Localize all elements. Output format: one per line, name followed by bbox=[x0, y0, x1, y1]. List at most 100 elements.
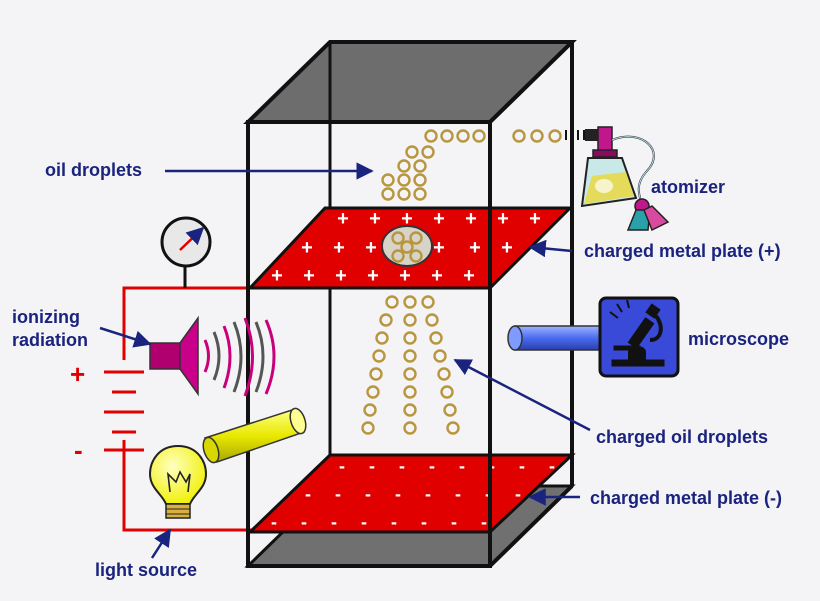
minus-sign: - bbox=[301, 512, 307, 532]
positive-plate: ++++++++++++++++++++ bbox=[246, 206, 574, 290]
droplet bbox=[421, 295, 435, 309]
minus-sign: - bbox=[365, 484, 371, 504]
droplet bbox=[424, 129, 438, 143]
droplet bbox=[375, 331, 389, 345]
minus-sign: - bbox=[271, 512, 277, 532]
plus-sign: + bbox=[271, 265, 283, 287]
chamber-front-frame bbox=[246, 40, 574, 568]
microscope-tube bbox=[507, 325, 609, 351]
droplet bbox=[385, 295, 399, 309]
droplet bbox=[440, 385, 454, 399]
plate-hole bbox=[381, 225, 433, 267]
droplet bbox=[405, 145, 419, 159]
minus-sign: - bbox=[391, 512, 397, 532]
label-microscope: microscope bbox=[688, 329, 790, 349]
light-bulb-icon bbox=[148, 444, 208, 519]
battery-plus-sign: + bbox=[70, 359, 86, 389]
plus-sign: + bbox=[399, 265, 411, 287]
droplet bbox=[413, 173, 427, 187]
minus-sign: - bbox=[515, 484, 521, 504]
label-charged-oil-droplets: charged oil droplets bbox=[596, 427, 769, 447]
chamber-edge-br bbox=[488, 484, 574, 568]
label-plate-positive: charged metal plate (+) bbox=[584, 241, 781, 261]
minus-sign: - bbox=[339, 456, 345, 476]
droplet bbox=[379, 313, 393, 327]
minus-sign: - bbox=[395, 484, 401, 504]
hole-droplets bbox=[391, 231, 423, 263]
label-plate-negative: charged metal plate (-) bbox=[590, 488, 783, 508]
droplet bbox=[409, 231, 423, 245]
plus-sign: + bbox=[335, 265, 347, 287]
droplet bbox=[400, 240, 414, 254]
plus-sign: + bbox=[367, 265, 379, 287]
plus-sign: + bbox=[433, 237, 445, 259]
plus-sign: + bbox=[465, 208, 477, 230]
droplet bbox=[397, 173, 411, 187]
plus-sign: + bbox=[301, 237, 313, 259]
speaker-icon bbox=[149, 315, 276, 397]
droplet bbox=[397, 187, 411, 201]
minus-sign: - bbox=[519, 456, 525, 476]
minus-sign: - bbox=[331, 512, 337, 532]
droplet bbox=[366, 385, 380, 399]
droplet bbox=[381, 187, 395, 201]
droplet bbox=[397, 159, 411, 173]
minus-sign: - bbox=[361, 512, 367, 532]
minus-sign: - bbox=[459, 456, 465, 476]
minus-sign: - bbox=[429, 456, 435, 476]
arrow-light-source bbox=[150, 528, 172, 559]
atomizer-icon bbox=[565, 126, 670, 232]
plus-sign: + bbox=[369, 208, 381, 230]
minus-sign: - bbox=[335, 484, 341, 504]
minus-sign: - bbox=[421, 512, 427, 532]
droplet bbox=[372, 349, 386, 363]
droplet bbox=[403, 313, 417, 327]
plus-sign: + bbox=[303, 265, 315, 287]
droplet bbox=[391, 249, 405, 263]
label-atomizer: atomizer bbox=[651, 177, 726, 197]
label-radiation: radiation bbox=[12, 330, 89, 350]
battery-minus-sign: - bbox=[74, 435, 83, 465]
droplet bbox=[548, 129, 562, 143]
droplet bbox=[413, 187, 427, 201]
plus-sign: + bbox=[365, 237, 377, 259]
label-light-source: light source bbox=[95, 560, 198, 580]
droplet bbox=[440, 129, 454, 143]
droplet bbox=[425, 313, 439, 327]
plus-sign: + bbox=[431, 265, 443, 287]
plus-sign: + bbox=[469, 237, 481, 259]
minus-sign: - bbox=[369, 456, 375, 476]
plus-sign: + bbox=[501, 237, 513, 259]
droplet bbox=[421, 145, 435, 159]
droplet bbox=[391, 231, 405, 245]
minus-sign: - bbox=[455, 484, 461, 504]
droplet bbox=[369, 367, 383, 381]
droplet bbox=[413, 159, 427, 173]
arrow-charged-oil-droplets bbox=[453, 358, 591, 432]
droplet bbox=[403, 421, 417, 435]
battery bbox=[104, 370, 144, 452]
microscope-icon bbox=[598, 296, 680, 378]
plus-sign: + bbox=[497, 208, 509, 230]
droplet bbox=[403, 367, 417, 381]
plus-sign: + bbox=[401, 208, 413, 230]
droplet bbox=[512, 129, 526, 143]
plus-sign: + bbox=[333, 237, 345, 259]
droplet bbox=[437, 367, 451, 381]
wire-bottom bbox=[122, 440, 262, 532]
minus-sign: - bbox=[481, 512, 487, 532]
chamber-lid bbox=[243, 40, 577, 124]
gauge-icon bbox=[160, 216, 212, 288]
droplet bbox=[446, 421, 460, 435]
droplet bbox=[403, 385, 417, 399]
label-oil-droplets: oil droplets bbox=[45, 160, 143, 180]
minus-sign: - bbox=[305, 484, 311, 504]
arrow-plate-positive bbox=[528, 239, 573, 258]
minus-sign: - bbox=[451, 512, 457, 532]
minus-sign: - bbox=[399, 456, 405, 476]
droplet bbox=[429, 331, 443, 345]
positive-plate-signs: ++++++++++++++++++++ bbox=[271, 208, 541, 287]
droplet bbox=[530, 129, 544, 143]
